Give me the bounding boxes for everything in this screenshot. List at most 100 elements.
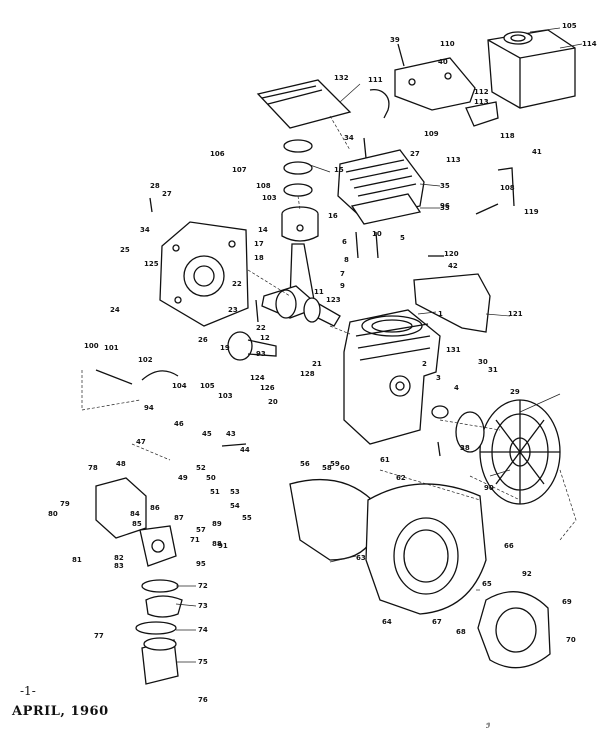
callout: 69 xyxy=(562,598,572,606)
fuel-tank xyxy=(95,477,147,539)
callout: 119 xyxy=(524,208,539,216)
cylinder-shield xyxy=(413,273,491,333)
callout: 33 xyxy=(440,204,450,212)
callout: 91 xyxy=(218,542,228,550)
callout: 103 xyxy=(218,392,233,400)
callout: 113 xyxy=(446,156,461,164)
leader-lines xyxy=(175,27,583,663)
callout: 95 xyxy=(196,560,206,568)
crankshaft xyxy=(261,285,341,327)
callout: 58 xyxy=(322,464,332,472)
page-number: -1- xyxy=(20,684,36,698)
blower-housing xyxy=(289,478,487,615)
callout: 111 xyxy=(368,76,383,84)
callout: 64 xyxy=(382,618,392,626)
callout: 49 xyxy=(178,474,188,482)
callout: 62 xyxy=(396,474,406,482)
callout: 63 xyxy=(356,554,366,562)
fasteners xyxy=(149,43,515,457)
callout: 5 xyxy=(400,234,405,242)
callout: 92 xyxy=(522,570,532,578)
callout: 72 xyxy=(198,582,208,590)
callout: 74 xyxy=(198,626,208,634)
callout: 84 xyxy=(130,510,140,518)
mounting-bracket xyxy=(394,57,499,127)
callout: 79 xyxy=(60,500,70,508)
crankcase-cover xyxy=(159,221,249,327)
cylinder-head xyxy=(337,149,425,225)
callout: 121 xyxy=(508,310,523,318)
air-cleaner-cover xyxy=(487,29,576,109)
callout: 18 xyxy=(254,254,264,262)
callout: 10 xyxy=(372,230,382,238)
callout: 14 xyxy=(258,226,268,234)
callout: 108 xyxy=(500,184,515,192)
callout: 101 xyxy=(104,344,119,352)
callout: 107 xyxy=(232,166,247,174)
filter-element xyxy=(141,637,179,685)
callout: 52 xyxy=(196,464,206,472)
callout: 21 xyxy=(312,360,322,368)
callout: 47 xyxy=(136,438,146,446)
callout: 90 xyxy=(484,484,494,492)
callout: 65 xyxy=(482,580,492,588)
callout: 3 xyxy=(436,374,441,382)
callout: 126 xyxy=(260,384,275,392)
callout: 110 xyxy=(440,40,455,48)
callout: 31 xyxy=(488,366,498,374)
callout: 43 xyxy=(226,430,236,438)
callout: 81 xyxy=(72,556,82,564)
callout: 11 xyxy=(314,288,324,296)
piston xyxy=(281,206,319,242)
callout: 39 xyxy=(390,36,400,44)
revision-date: APRIL, 1960 xyxy=(12,704,109,719)
callout: 46 xyxy=(174,420,184,428)
callout: 70 xyxy=(566,636,576,644)
callout: 56 xyxy=(300,460,310,468)
corner-mark: ℐ xyxy=(486,722,490,730)
callout: 125 xyxy=(144,260,159,268)
callout: 109 xyxy=(424,130,439,138)
callout: 103 xyxy=(262,194,277,202)
callout: 86 xyxy=(150,504,160,512)
callout: 54 xyxy=(230,502,240,510)
callout: 85 xyxy=(132,520,142,528)
callout: 76 xyxy=(198,696,208,704)
callout: 100 xyxy=(84,342,99,350)
callout: 7 xyxy=(340,270,345,278)
callout: 114 xyxy=(582,40,597,48)
callout: 94 xyxy=(144,404,154,412)
callout: 83 xyxy=(114,562,124,570)
callout: 73 xyxy=(198,602,208,610)
callout: 105 xyxy=(562,22,577,30)
flywheel xyxy=(479,399,561,505)
callout: 25 xyxy=(120,246,130,254)
callout: 22 xyxy=(256,324,266,332)
callout: 89 xyxy=(212,520,222,528)
callout: 77 xyxy=(94,632,104,640)
magneto-plate xyxy=(431,405,485,453)
callout: 78 xyxy=(88,464,98,472)
callout: 41 xyxy=(532,148,542,156)
callout: 59 xyxy=(330,460,340,468)
piston-rings xyxy=(283,139,313,197)
callout: 57 xyxy=(196,526,206,534)
callout-labels: 105 114 39 110 40 132 111 112 113 34 109… xyxy=(48,22,597,704)
callout: 8 xyxy=(344,256,349,264)
gasket-plate xyxy=(256,79,352,129)
callout: 20 xyxy=(268,398,278,406)
callout: 16 xyxy=(328,212,338,220)
callout: 34 xyxy=(140,226,150,234)
callout: 23 xyxy=(228,306,238,314)
callout: 96 xyxy=(440,202,450,210)
breather-tube xyxy=(369,89,390,119)
assembly-lines xyxy=(81,115,577,541)
callout: 131 xyxy=(446,346,461,354)
callout: 67 xyxy=(432,618,442,626)
callout: 42 xyxy=(448,262,458,270)
callout: 55 xyxy=(242,514,252,522)
callout: 105 xyxy=(200,382,215,390)
callout: 12 xyxy=(260,334,270,342)
callout: 2 xyxy=(422,360,427,368)
